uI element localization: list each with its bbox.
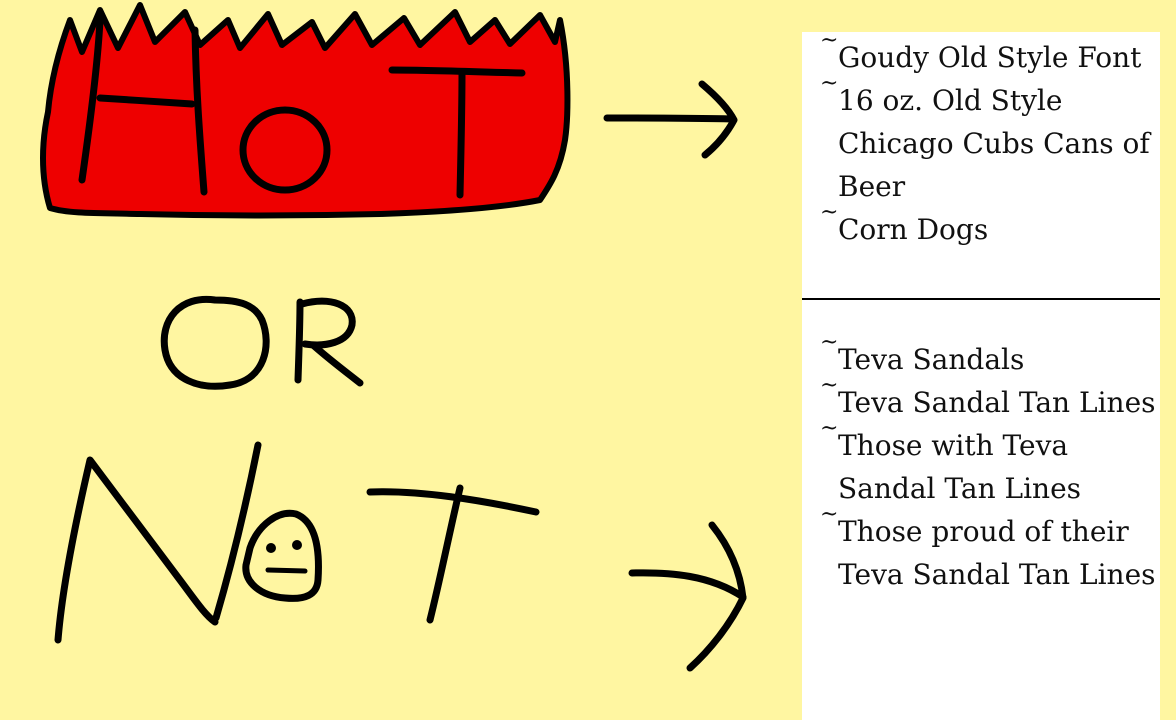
letter-h <box>78 16 104 184</box>
hot-list-item: ~ Corn Dogs <box>802 202 1160 251</box>
bullet-tilde: ~ <box>820 373 839 398</box>
flame-icon <box>40 2 571 219</box>
neutral-face-icon <box>242 509 322 602</box>
letter-t-not <box>366 488 540 516</box>
not-list: ~ Teva Sandals ~ Teva Sandal Tan Lines ~… <box>802 332 1160 596</box>
bullet-tilde: ~ <box>820 71 839 96</box>
not-list-item: ~ Teva Sandals <box>802 332 1160 381</box>
lists-panel: ~ Goudy Old Style Font ~ 16 oz. Old Styl… <box>802 30 1160 720</box>
hot-item-2: 16 oz. Old Style Chicago Cubs Cans of Be… <box>838 84 1150 203</box>
right-arrow-icon <box>603 114 737 123</box>
hot-list: ~ Goudy Old Style Font ~ 16 oz. Old Styl… <box>802 30 1160 251</box>
not-list-item: ~ Those proud of their Teva Sandal Tan L… <box>802 504 1160 596</box>
hot-list-item: ~ Goudy Old Style Font <box>802 30 1160 79</box>
list-divider <box>802 298 1160 300</box>
bullet-tilde: ~ <box>820 416 839 441</box>
not-list-item: ~ Those with Teva Sandal Tan Lines <box>802 418 1160 510</box>
not-item-2: Teva Sandal Tan Lines <box>838 386 1156 419</box>
letter-r-or <box>294 298 304 384</box>
bullet-tilde: ~ <box>820 502 839 527</box>
bullet-tilde: ~ <box>820 200 839 225</box>
not-item-4: Those proud of their Teva Sandal Tan Lin… <box>838 515 1156 591</box>
letter-o-hot <box>239 106 331 194</box>
bullet-tilde: ~ <box>820 330 839 355</box>
not-item-3: Those with Teva Sandal Tan Lines <box>838 429 1082 505</box>
hot-item-1: Goudy Old Style Font <box>838 41 1142 74</box>
not-list-item: ~ Teva Sandal Tan Lines <box>802 375 1160 424</box>
not-item-1: Teva Sandals <box>838 343 1025 376</box>
hot-item-3: Corn Dogs <box>838 213 989 246</box>
letter-n-not <box>54 456 219 644</box>
right-arrow-icon <box>628 569 747 601</box>
letter-t-hot <box>388 66 526 77</box>
letter-o-or <box>160 295 270 390</box>
bullet-tilde: ~ <box>820 28 839 53</box>
hot-list-item: ~ 16 oz. Old Style Chicago Cubs Cans of … <box>802 73 1160 208</box>
